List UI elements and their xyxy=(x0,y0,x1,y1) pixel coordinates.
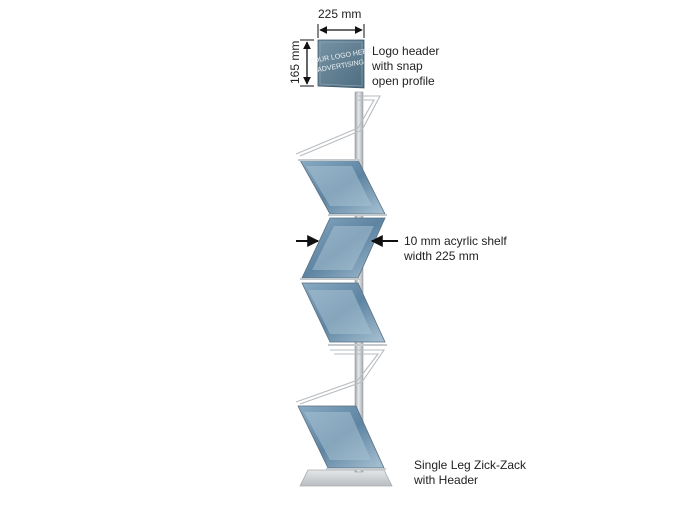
base-plate xyxy=(299,469,393,487)
brochure-shelf-4 xyxy=(297,405,386,470)
brochure-shelf-1 xyxy=(298,159,387,216)
height-dimension-arrow xyxy=(300,39,314,87)
logo-header-panel: YOUR LOGO HERE ADVERTISING xyxy=(309,39,373,89)
width-dimension-label: 225 mm xyxy=(318,7,362,21)
callout-logo-header-line: open profile xyxy=(372,74,435,88)
callout-logo-header: Logo header with snap open profile xyxy=(372,44,439,89)
callout-acrylic-shelf-line: 10 mm acyrlic shelf xyxy=(404,234,507,248)
lower-wire-frame xyxy=(295,349,386,405)
width-dimension-arrow xyxy=(317,24,365,38)
callout-product-name-line: Single Leg Zick-Zack xyxy=(414,458,527,472)
callout-logo-header-line: Logo header xyxy=(372,44,440,58)
callout-acrylic-shelf-line: width 225 mm xyxy=(404,249,479,263)
brochure-shelf-2 xyxy=(300,217,386,280)
callout-product-name: Single Leg Zick-Zack with Header xyxy=(414,458,526,488)
top-wire-frame xyxy=(295,95,381,157)
callout-logo-header-line: with snap xyxy=(372,59,423,73)
callout-acrylic-shelf: 10 mm acyrlic shelf width 225 mm xyxy=(404,234,507,264)
brochure-shelf-3 xyxy=(301,282,387,346)
support-pole xyxy=(354,91,364,473)
callout-product-name-line: with Header xyxy=(414,473,479,487)
height-dimension-label: 165 mm xyxy=(288,40,302,84)
